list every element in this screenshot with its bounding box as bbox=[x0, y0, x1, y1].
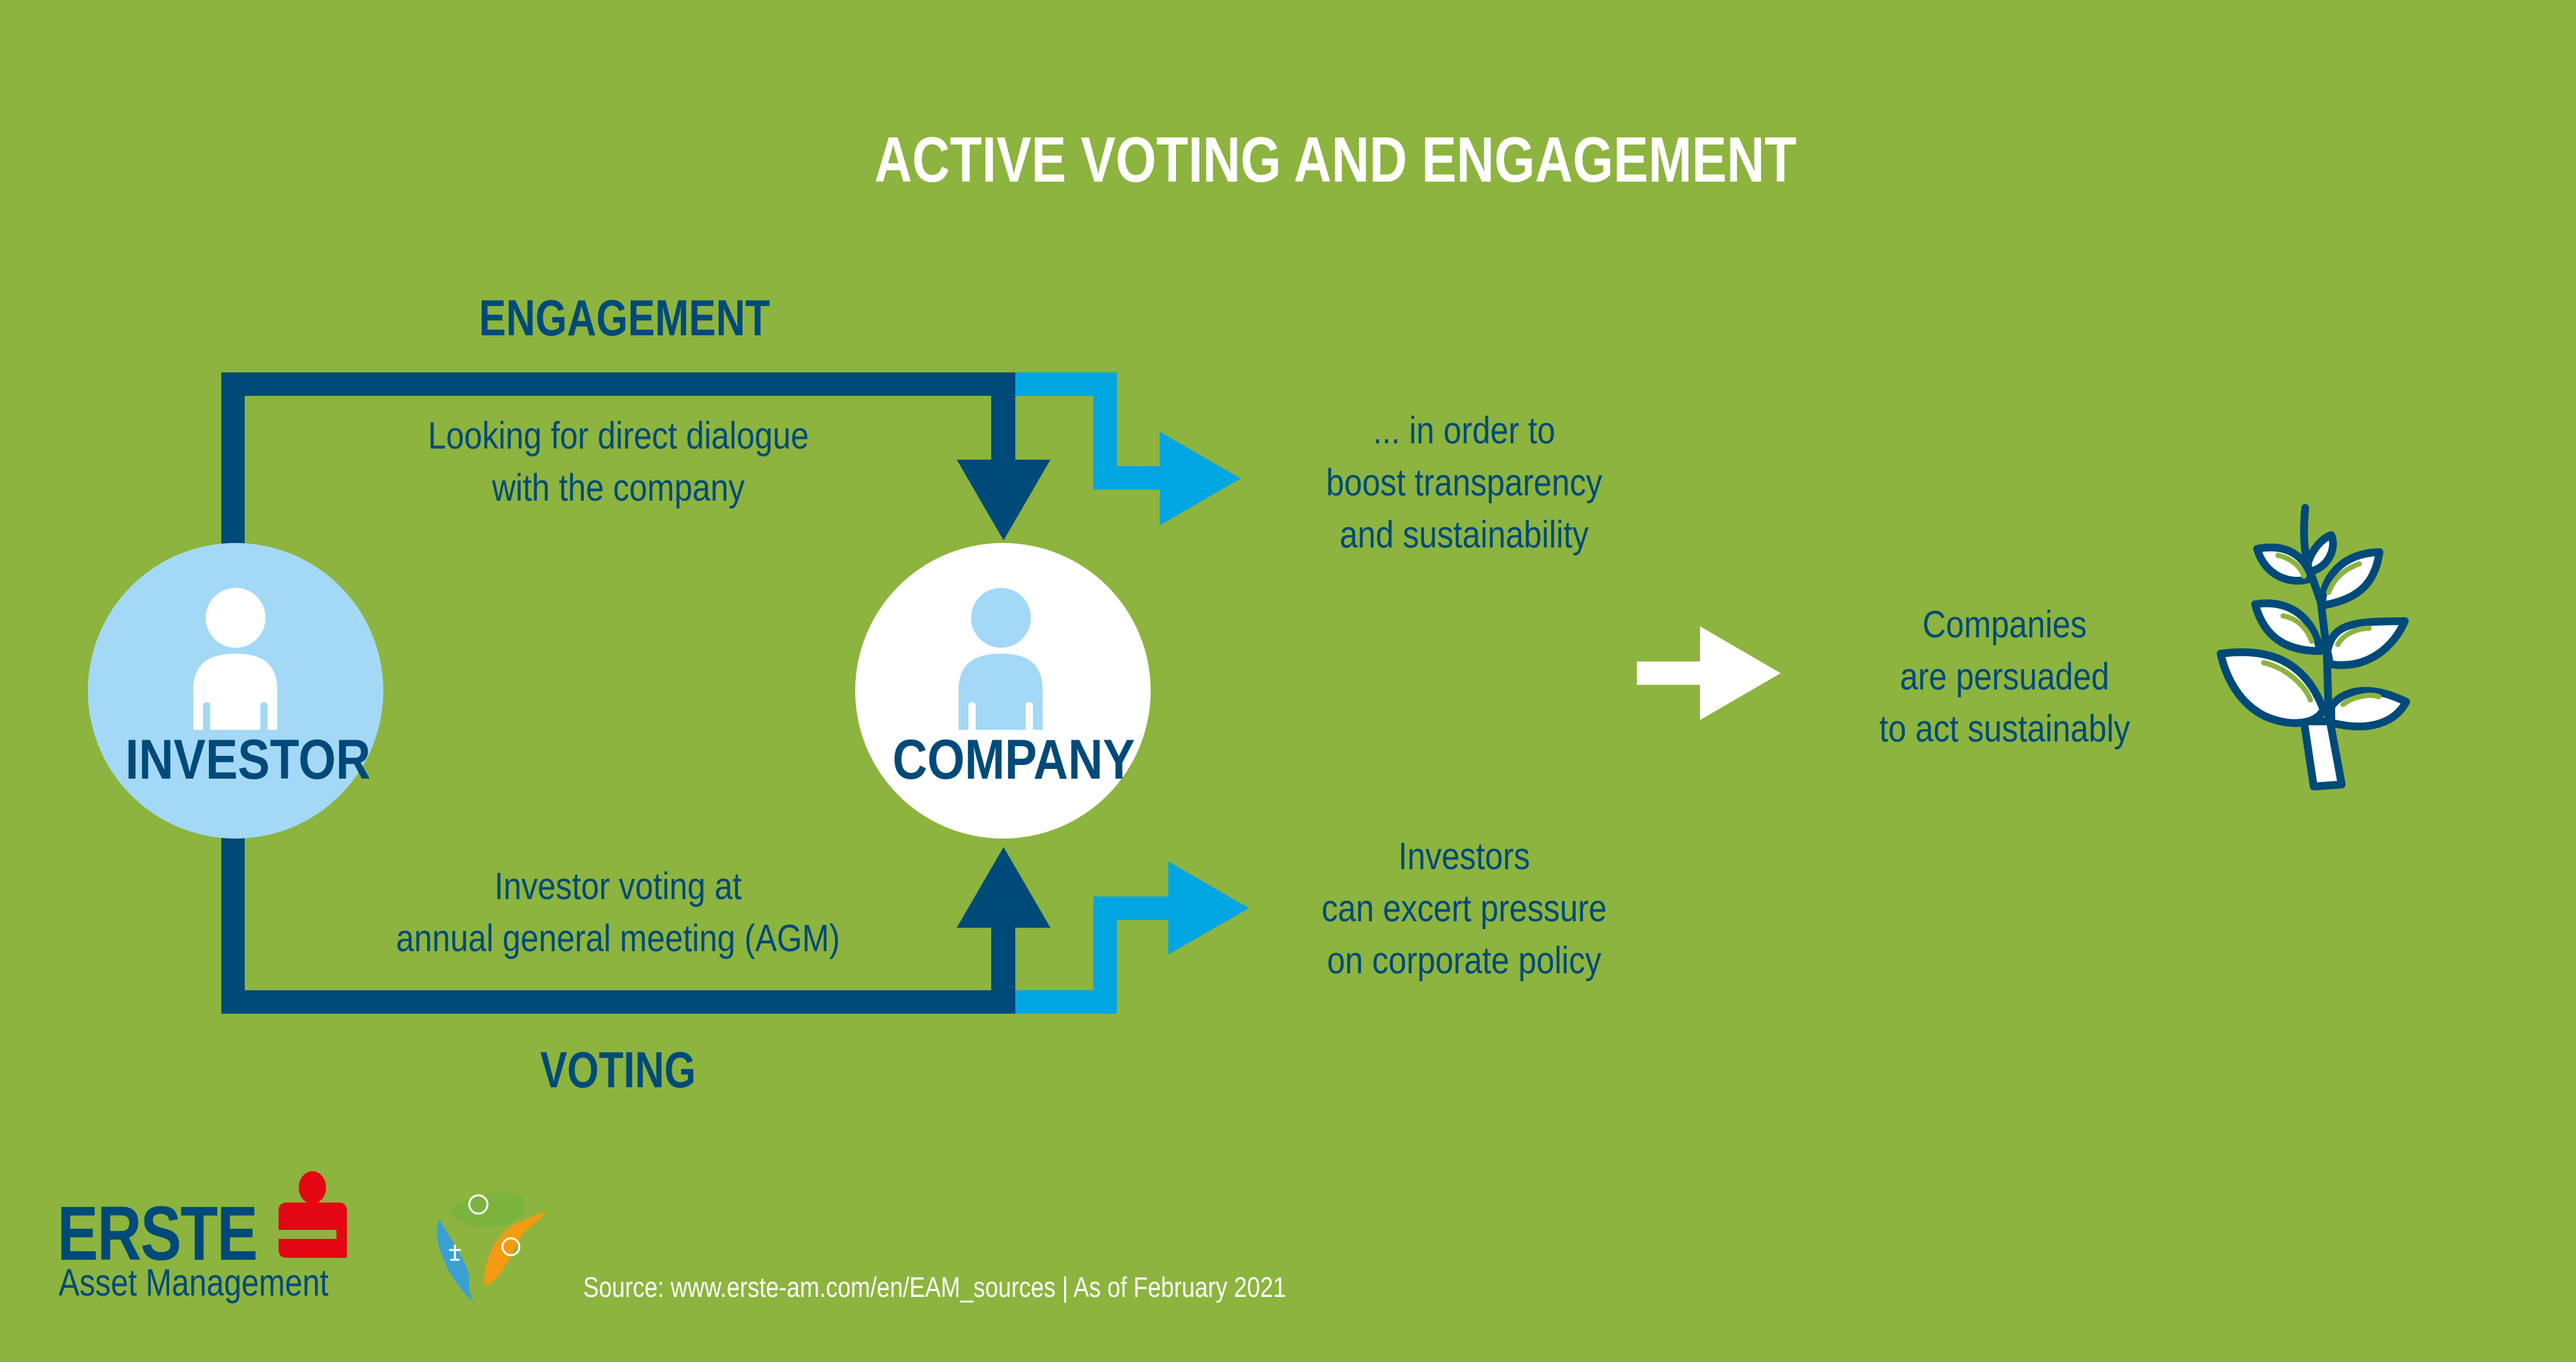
engagement-outcome: ... in order to boost transparency and s… bbox=[1204, 405, 1725, 561]
esg-leaves-icon bbox=[433, 1192, 547, 1303]
investor-label: INVESTOR bbox=[105, 732, 371, 788]
engagement-outcome-line: ... in order to bbox=[1373, 410, 1556, 452]
voting-arrow-shaft bbox=[991, 924, 1015, 1014]
voting-frame-left bbox=[221, 833, 245, 1014]
engagement-heading: ENGAGEMENT bbox=[430, 292, 820, 343]
engagement-outcome-line: and sustainability bbox=[1339, 514, 1589, 556]
social-leaf bbox=[484, 1211, 547, 1286]
environment-leaf bbox=[433, 1192, 525, 1228]
engagement-outcome-arrow bbox=[1015, 372, 1240, 525]
company-person-icon bbox=[959, 588, 1043, 730]
engagement-description: Looking for direct dialogue with the com… bbox=[293, 410, 944, 514]
engagement-description-line: Looking for direct dialogue bbox=[428, 415, 809, 457]
engagement-frame-left bbox=[221, 372, 245, 548]
erste-s-logo-icon bbox=[279, 1171, 347, 1258]
voting-outcome-arrow bbox=[1015, 861, 1249, 1014]
voting-outcome-arrow-body bbox=[1015, 861, 1249, 1014]
engagement-arrow-shaft bbox=[991, 372, 1015, 464]
erste-logo-wordmark: ERSTE bbox=[57, 1195, 307, 1272]
voting-description: Investor voting at annual general meetin… bbox=[293, 861, 944, 965]
engagement-description-text: Looking for direct dialogue with the com… bbox=[428, 410, 808, 514]
result-line: are persuaded bbox=[1900, 656, 2109, 698]
voting-frame-bottom bbox=[221, 990, 1015, 1014]
voting-heading: VOTING bbox=[423, 1044, 814, 1095]
investor-person-icon bbox=[193, 588, 277, 730]
engagement-arrow-head bbox=[957, 460, 1050, 540]
voting-path bbox=[221, 833, 1050, 1014]
voting-outcome-line: can excert pressure bbox=[1321, 887, 1608, 930]
source-note: Source: www.erste-am.com/en/EAM_sources … bbox=[583, 1273, 1440, 1302]
globe-icon bbox=[468, 1194, 489, 1215]
page-title-text: ACTIVE VOTING AND ENGAGEMENT bbox=[874, 124, 1797, 195]
voting-heading-text: VOTING bbox=[540, 1041, 696, 1098]
voting-description-text: Investor voting at annual general meetin… bbox=[396, 861, 840, 965]
engagement-description-line: with the company bbox=[491, 467, 745, 509]
page-title: ACTIVE VOTING AND ENGAGEMENT bbox=[773, 128, 1797, 191]
result-text-block: Companies are persuaded to act sustainab… bbox=[1879, 599, 2130, 755]
engagement-outcome-arrow-body bbox=[1015, 372, 1240, 525]
voting-description-line: annual general meeting (AGM) bbox=[396, 917, 841, 960]
investor-node bbox=[88, 543, 383, 839]
erste-logo-subtitle: Asset Management bbox=[59, 1264, 384, 1302]
voting-outcome-line: Investors bbox=[1398, 835, 1531, 878]
handshake-heart-icon bbox=[501, 1237, 521, 1257]
result-line: to act sustainably bbox=[1879, 708, 2130, 750]
company-label: COMPANY bbox=[873, 729, 1135, 791]
voting-outcome-line: on corporate policy bbox=[1327, 939, 1602, 982]
result-text: Companies are persuaded to act sustainab… bbox=[1744, 599, 2265, 755]
scales-icon bbox=[449, 1245, 461, 1261]
voting-outcome-text: Investors can excert pressure on corpora… bbox=[1322, 831, 1607, 987]
result-line: Companies bbox=[1922, 604, 2087, 646]
engagement-outcome-text: ... in order to boost transparency and s… bbox=[1326, 405, 1602, 561]
engagement-heading-text: ENGAGEMENT bbox=[479, 289, 771, 346]
engagement-outcome-line: boost transparency bbox=[1326, 462, 1603, 504]
erste-logo-subtitle-text: Asset Management bbox=[59, 1262, 329, 1304]
result-arrow-icon bbox=[1637, 626, 1781, 720]
company-node bbox=[855, 543, 1151, 839]
company-label-text: COMPANY bbox=[892, 729, 1135, 791]
erste-logo-text: ERSTE bbox=[57, 1191, 258, 1277]
engagement-frame-top bbox=[221, 372, 1015, 396]
source-note-text: Source: www.erste-am.com/en/EAM_sources … bbox=[583, 1272, 1287, 1303]
governance-leaf bbox=[436, 1219, 475, 1303]
engagement-path bbox=[221, 372, 1050, 548]
voting-outcome: Investors can excert pressure on corpora… bbox=[1204, 831, 1725, 987]
voting-description-line: Investor voting at bbox=[495, 865, 742, 908]
plant-leaf-highlights bbox=[2261, 553, 2381, 707]
voting-arrow-head bbox=[957, 847, 1050, 928]
investor-label-text: INVESTOR bbox=[125, 729, 371, 791]
